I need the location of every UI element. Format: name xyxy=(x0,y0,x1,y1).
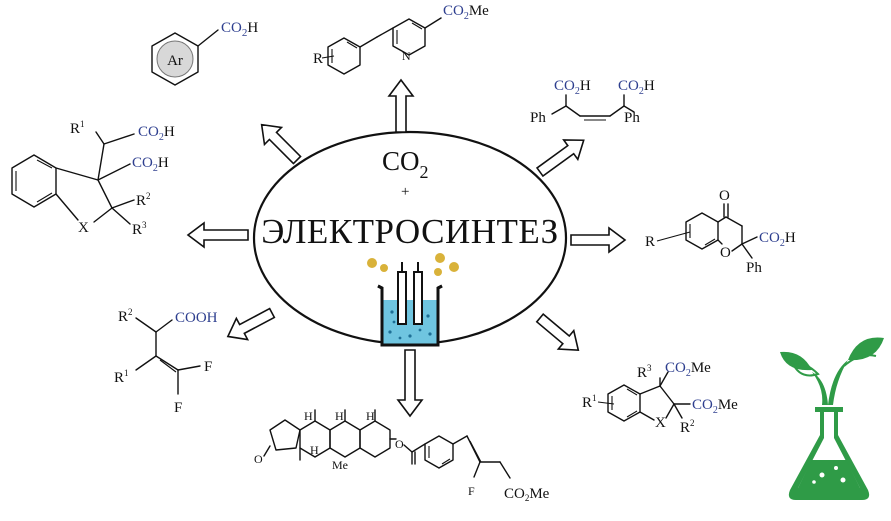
diacid-ph-1: Ph xyxy=(530,110,546,126)
steroid-ester: O H H H H Me O F CO2Me xyxy=(254,409,550,503)
diacid-group-1: CO2H xyxy=(554,78,591,97)
diacid-group-2: CO2H xyxy=(618,78,655,97)
pyridine-r: R xyxy=(313,51,323,67)
indane-acid-2: CO2H xyxy=(132,155,169,174)
difluoro-acid-group: COOH xyxy=(175,310,218,326)
arrow-down-left xyxy=(226,307,276,341)
arrow-up xyxy=(387,78,415,133)
arrow-right xyxy=(570,226,627,254)
diacid-ph-2: Ph xyxy=(624,110,640,126)
indoline-r2: R2 xyxy=(680,418,695,436)
indane-r2: R2 xyxy=(136,191,151,209)
steroid-h-2: H xyxy=(335,409,344,423)
difluoroalkene-acid: R2 COOH R1 F F xyxy=(114,307,218,416)
chromanone-r: R xyxy=(645,234,655,250)
chromanone-acid: O O R CO2H Ph xyxy=(645,188,796,276)
steroid-ester-group: CO2Me xyxy=(504,486,550,503)
indoline-r3: R3 xyxy=(637,363,652,381)
difluoro-r1: R1 xyxy=(114,368,129,386)
steroid-ketone-o: O xyxy=(254,452,263,466)
arrow-up-right xyxy=(535,139,585,178)
electrochemical-cell-icon xyxy=(367,253,459,347)
difluoro-f1: F xyxy=(204,359,212,375)
chromanone-acid-group: CO2H xyxy=(759,230,796,249)
difluoro-f2: F xyxy=(174,400,182,416)
pyridine-n: N xyxy=(402,49,411,63)
steroid-f: F xyxy=(468,484,475,498)
aryl-acid-group: CO2H xyxy=(221,20,258,39)
center-subtitle: ЭЛЕКТРОСИНТЕЗ xyxy=(261,212,558,251)
aryl-carboxylic-acid: Ar CO2H xyxy=(151,20,258,86)
steroid-ester-o: O xyxy=(395,437,404,451)
chromanone-carbonyl-o: O xyxy=(719,188,730,204)
indoline-ester-2: CO2Me xyxy=(692,397,738,416)
arrow-down xyxy=(396,349,424,418)
center-title: CO2 xyxy=(382,146,429,182)
indoline-diester: X R1 R3 CO2Me CO2Me R2 xyxy=(582,360,738,436)
aryl-pyridine-ester: R N CO2Me xyxy=(313,3,489,75)
green-chemistry-flask-icon xyxy=(780,337,884,500)
indane-x: X xyxy=(78,220,89,236)
steroid-me: Me xyxy=(332,458,348,472)
steroid-h-3: H xyxy=(366,409,375,423)
indane-r1: R1 xyxy=(70,119,85,137)
chromanone-ring-o: O xyxy=(720,245,731,261)
alkene-diacid: CO2H CO2H Ph Ph xyxy=(530,78,655,126)
aryl-ring-label: Ar xyxy=(167,53,183,69)
arrow-up-left xyxy=(260,123,302,165)
indoline-r1: R1 xyxy=(582,393,597,411)
indane-diacid: X R1 CO2H CO2H R2 R3 xyxy=(11,119,175,238)
center-ellipse: CO2 + ЭЛЕКТРОСИНТЕЗ xyxy=(252,130,568,346)
arrow-down-right xyxy=(535,313,580,351)
indane-acid-1: CO2H xyxy=(138,124,175,143)
chromanone-ph: Ph xyxy=(746,260,762,276)
center-plus: + xyxy=(401,184,409,200)
indane-r3: R3 xyxy=(132,220,147,238)
difluoro-r2: R2 xyxy=(118,307,133,325)
pyridine-ester-group: CO2Me xyxy=(443,3,489,22)
steroid-h-4: H xyxy=(310,443,319,457)
arrow-left xyxy=(186,221,249,249)
indoline-x: X xyxy=(655,415,666,431)
steroid-h-1: H xyxy=(304,409,313,423)
indoline-ester-1: CO2Me xyxy=(665,360,711,379)
